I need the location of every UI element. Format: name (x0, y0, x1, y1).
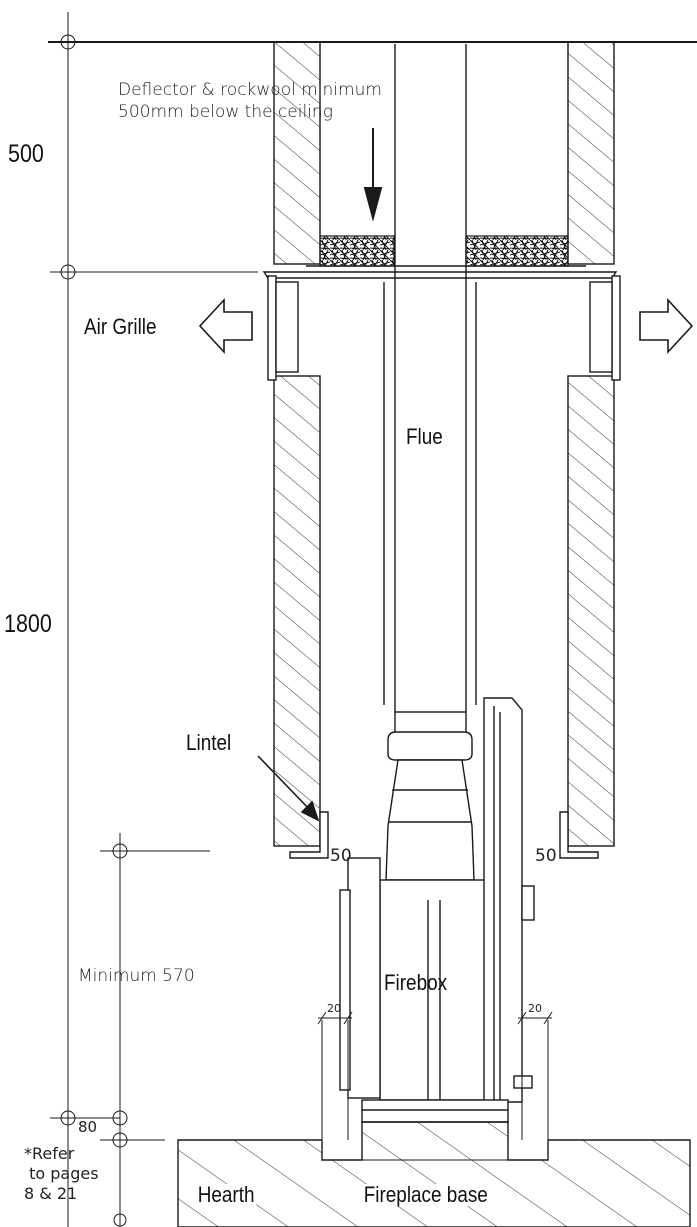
airflow-arrow-left (198, 297, 253, 355)
deflector-note-line2: 500mm below the ceiling (118, 102, 333, 122)
left-lintel (289, 811, 329, 859)
dim-marker-floor (60, 1110, 76, 1126)
lintel-label: Lintel (186, 730, 232, 755)
dimension-500: 500 (8, 140, 44, 168)
fireplace-base-label: Fireplace base (362, 1182, 490, 1207)
fireplace-base (177, 1121, 691, 1227)
firebox-label: Firebox (384, 970, 448, 995)
dimension-80: 80 (78, 1118, 98, 1136)
rockwool-right (465, 235, 569, 267)
minimum-570-label: Minimum 570 (78, 966, 195, 986)
clearance-label-right: 20 (528, 1002, 542, 1015)
flue-label: Flue (406, 424, 443, 449)
gap-label-right: 50 (535, 846, 557, 866)
right-lintel (559, 811, 599, 859)
air-grille-right-frame (611, 275, 621, 381)
dim-marker-deflector (60, 264, 76, 280)
air-grille-label: Air Grille (84, 314, 157, 339)
deflector-plate (262, 271, 618, 279)
airflow-arrow-right (639, 297, 694, 355)
dim-marker-ceiling (60, 34, 76, 50)
deflector-arrow (363, 187, 383, 222)
dimension-1800: 1800 (4, 610, 52, 638)
stove (339, 697, 535, 1123)
right-wall-upper (567, 41, 615, 265)
deflector-note-line1: Deflector & rockwool minimum (118, 80, 382, 100)
lintel-arrow (300, 800, 320, 822)
left-wall-upper (273, 41, 321, 265)
refer-note-line1: *Refer (24, 1144, 75, 1163)
air-grille-left (275, 281, 299, 373)
right-wall-lower (567, 375, 615, 847)
hearth-label: Hearth (196, 1182, 257, 1207)
gap-label-left: 50 (330, 846, 352, 866)
left-wall-lower (273, 375, 321, 847)
rockwool-left (319, 235, 395, 267)
clearance-label-left: 20 (327, 1002, 341, 1015)
air-grille-right (589, 281, 613, 373)
refer-note-line3: 8 & 21 (24, 1184, 78, 1203)
air-grille-left-frame (267, 275, 277, 381)
refer-note-line2: to pages (24, 1164, 99, 1183)
